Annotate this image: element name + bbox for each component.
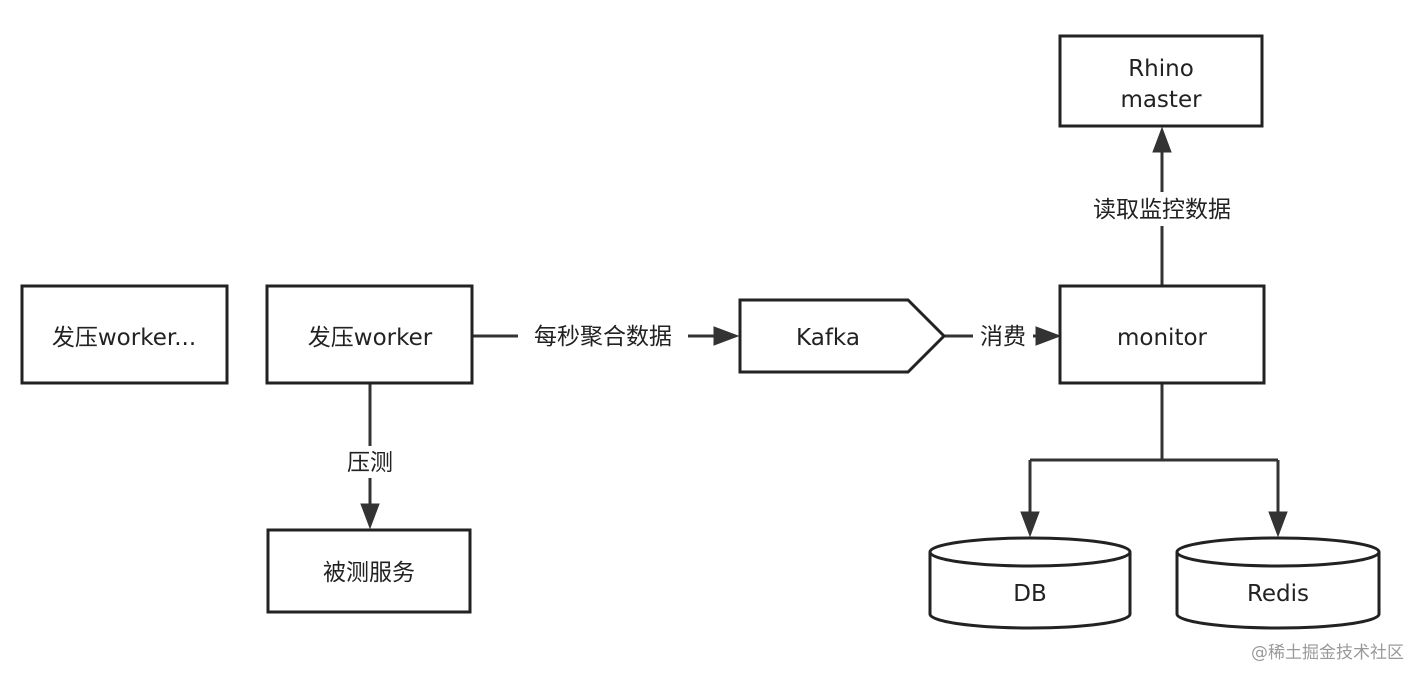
node-worker-label: 发压worker (308, 325, 433, 351)
arrowhead-right-icon (1035, 326, 1062, 346)
node-rhino-master-label-line1: Rhino (1128, 56, 1194, 82)
edge-monitor-to-storage (1020, 383, 1288, 538)
arrowhead-down-icon (1268, 511, 1288, 538)
node-monitor: monitor (1058, 284, 1266, 385)
watermark-text: @稀土掘金技术社区 (1251, 643, 1404, 663)
node-worker-more: 发压worker... (20, 284, 229, 385)
arrowhead-down-icon (1020, 511, 1040, 538)
edge-label-kafka-to-monitor: 消费 (980, 324, 1026, 350)
edge-label-bg (1078, 192, 1246, 226)
arrowhead-right-icon (713, 326, 740, 346)
node-kafka-shape (738, 298, 947, 374)
edge-label-bg (340, 446, 400, 478)
edge-label-bg (973, 320, 1033, 352)
node-monitor-box (1058, 284, 1266, 385)
node-worker-more-box (20, 284, 229, 385)
node-redis-label: Redis (1247, 581, 1309, 607)
node-target-service-label: 被测服务 (323, 560, 415, 586)
node-db-label: DB (1013, 581, 1047, 607)
edge-label-worker-to-kafka: 每秒聚合数据 (534, 324, 672, 350)
edge-monitor-to-master: 读取监控数据 (1078, 126, 1246, 286)
node-rhino-master-box (1058, 34, 1264, 128)
node-db-body (928, 552, 1132, 630)
edge-label-bg (518, 320, 688, 352)
node-target-service-box (266, 528, 472, 614)
edge-kafka-to-monitor: 消费 (944, 320, 1062, 352)
node-kafka-label: Kafka (796, 325, 860, 351)
node-monitor-label: monitor (1117, 325, 1208, 351)
arrowhead-down-icon (360, 503, 380, 530)
node-db-top (928, 536, 1132, 568)
node-db: DB (928, 536, 1132, 630)
arrowhead-up-icon (1152, 126, 1172, 153)
node-rhino-master: Rhino master (1058, 34, 1264, 128)
node-redis-body (1175, 552, 1381, 630)
node-redis: Redis (1175, 536, 1381, 630)
node-kafka: Kafka (738, 298, 947, 374)
node-redis-top (1175, 536, 1381, 568)
edge-label-monitor-to-master: 读取监控数据 (1093, 197, 1231, 223)
edge-worker-to-kafka: 每秒聚合数据 (473, 320, 740, 352)
edge-worker-to-service: 压测 (340, 383, 400, 530)
node-worker-box (265, 284, 474, 385)
edge-label-worker-to-service: 压测 (347, 450, 393, 476)
node-worker: 发压worker (265, 284, 474, 385)
node-rhino-master-label-line2: master (1120, 87, 1202, 113)
node-worker-more-label: 发压worker... (52, 325, 196, 351)
node-target-service: 被测服务 (266, 528, 472, 614)
